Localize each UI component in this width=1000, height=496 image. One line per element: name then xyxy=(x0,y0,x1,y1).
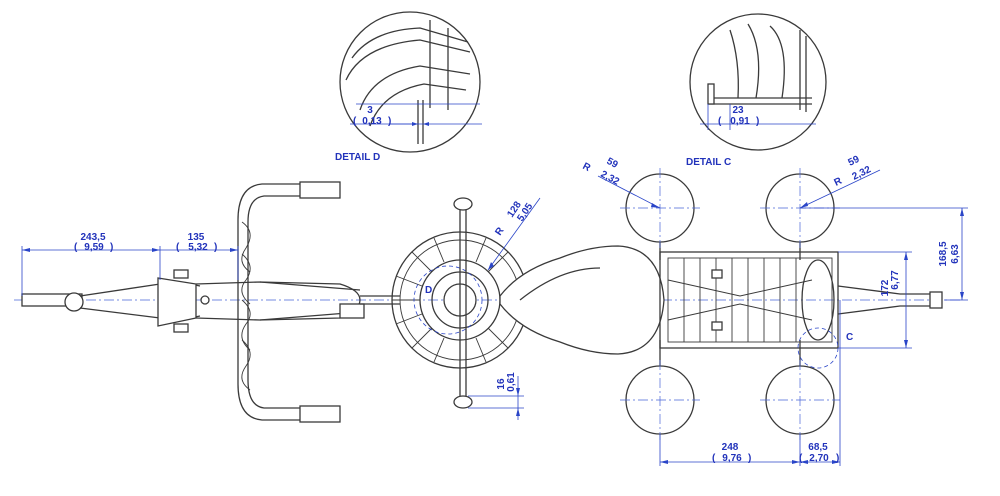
dim-135-main: 135 xyxy=(188,232,205,243)
dim-23-paren-close: ) xyxy=(756,116,759,127)
tail-section xyxy=(21,269,365,333)
dim-248-main: 248 xyxy=(722,442,739,453)
dim-3-paren-close: ) xyxy=(388,116,391,127)
dim-68-paren-close: ) xyxy=(836,453,839,464)
radius-128-prefix: R xyxy=(493,225,507,238)
dim-16-main: 16 xyxy=(496,378,507,390)
dim-168-sub: 6,63 xyxy=(950,244,961,264)
dim-3-paren-open: ( xyxy=(353,116,357,127)
handlebar-frame xyxy=(237,181,341,423)
dim-135-sub: 5,32 xyxy=(188,242,208,253)
dim-135-paren-open: ( xyxy=(176,242,180,253)
radius-59-right-main: 59 xyxy=(846,154,861,169)
detail-d-ref: D xyxy=(425,285,432,296)
detail-c-label: DETAIL C xyxy=(686,157,731,168)
dim-3-sub: 0,13 xyxy=(362,116,382,127)
dim-68-sub: 2,70 xyxy=(809,453,829,464)
dim-135-paren-close: ) xyxy=(214,242,217,253)
dim-23-paren-open: ( xyxy=(718,116,722,127)
radius-59-left-sub: 2,32 xyxy=(599,169,622,188)
chassis-ladder xyxy=(659,251,943,349)
dim-248-paren-close: ) xyxy=(748,453,751,464)
dim-172-sub: 6,77 xyxy=(890,270,901,290)
dim-23-main: 23 xyxy=(732,105,744,116)
dim-68-main: 68,5 xyxy=(808,442,828,453)
dim-243-paren-close: ) xyxy=(110,242,113,253)
detail-d-view xyxy=(339,11,482,153)
dim-243-sub: 9,59 xyxy=(84,242,104,253)
detail-c-view xyxy=(689,13,827,151)
dim-243-main: 243,5 xyxy=(80,232,105,243)
dim-172-main: 172 xyxy=(880,279,891,296)
detail-d-label: DETAIL D xyxy=(335,152,380,163)
seat-body xyxy=(499,245,665,355)
dim-168-main: 168,5 xyxy=(938,241,949,266)
small-wheels xyxy=(620,168,840,440)
dim-248-sub: 9,76 xyxy=(722,453,742,464)
dim-243-paren-open: ( xyxy=(74,242,78,253)
dim-16-sub: 0,61 xyxy=(506,372,517,392)
dim-68-paren-open: ( xyxy=(799,453,803,464)
radius-59-right-prefix: R xyxy=(832,175,844,188)
dim-23-sub: 0,91 xyxy=(730,116,750,127)
radius-59-left-prefix: R xyxy=(581,161,593,174)
detail-c-ref: C xyxy=(846,332,853,343)
dim-248-paren-open: ( xyxy=(712,453,716,464)
dim-3-main: 3 xyxy=(367,105,373,116)
radius-59-left-main: 59 xyxy=(605,156,620,171)
